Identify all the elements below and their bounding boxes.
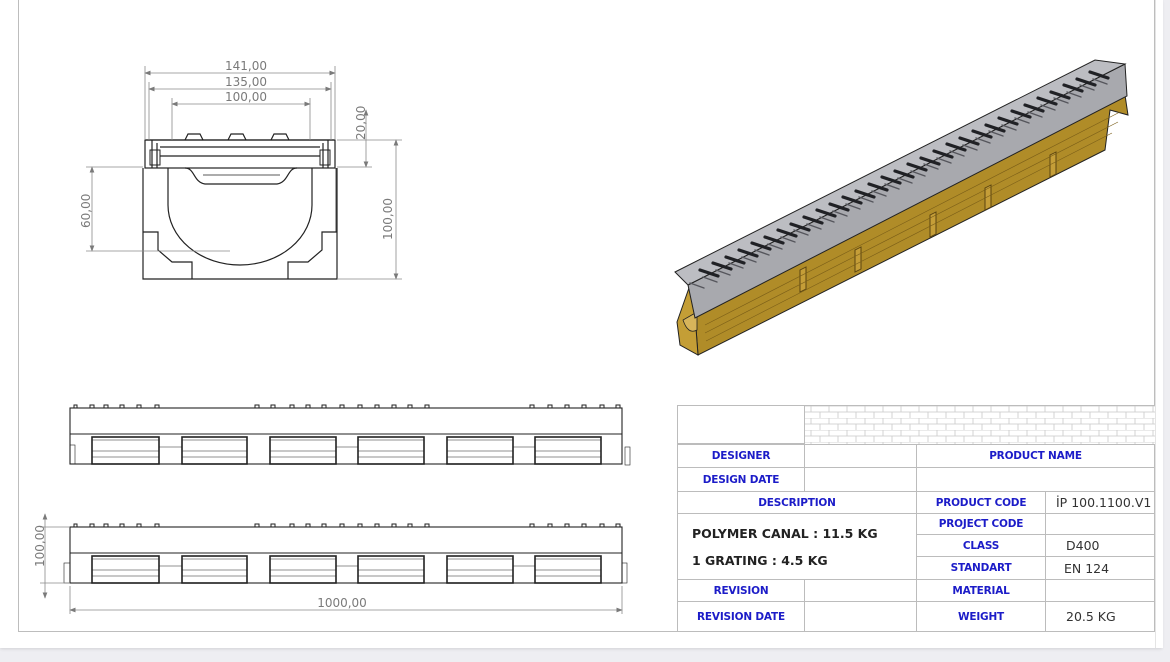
dim-60: 60,00 xyxy=(79,194,93,228)
standart-label: STANDART xyxy=(950,562,1012,574)
weight-label-cell: WEIGHT xyxy=(917,602,1046,631)
designer-value-cell xyxy=(805,445,917,468)
description-line-1: POLYMER CANAL : 11.5 KG xyxy=(692,525,878,541)
drawing-frame xyxy=(18,0,1155,632)
dim-100-width: 100,00 xyxy=(225,90,267,104)
weight-value: 20.5 KG xyxy=(1066,609,1116,624)
isometric-view xyxy=(674,59,1129,356)
design-date-value-cell xyxy=(805,468,917,492)
product-name-value-cell xyxy=(917,468,1154,492)
product-code-value: İP 100.1100.V1 xyxy=(1056,495,1152,510)
product-code-label: PRODUCT CODE xyxy=(935,496,1027,509)
weight-label: WEIGHT xyxy=(957,610,1005,623)
description-content-cell: POLYMER CANAL : 11.5 KG 1 GRATING : 4.5 … xyxy=(678,514,917,580)
dim-141: 141,00 xyxy=(225,59,267,73)
dim-length: 1000,00 xyxy=(317,596,367,610)
product-code-value-cell: İP 100.1100.V1 xyxy=(1046,492,1154,514)
material-value-cell xyxy=(1046,580,1154,602)
standart-value: EN 124 xyxy=(1064,560,1110,576)
dim-side-height: 100,00 xyxy=(33,525,47,567)
side-view-bottom xyxy=(63,523,628,584)
revision-value-cell xyxy=(805,580,917,602)
weight-value-cell: 20.5 KG xyxy=(1046,602,1154,631)
standart-label-cell: STANDART xyxy=(917,557,1046,580)
class-label: CLASS xyxy=(962,539,1000,552)
designer-label: DESIGNER xyxy=(711,450,771,462)
design-date-label: DESIGN DATE xyxy=(702,473,780,486)
description-line-2: 1 GRATING : 4.5 KG xyxy=(692,552,828,568)
revision-label: REVISION xyxy=(713,584,769,597)
product-name-label-cell: PRODUCT NAME xyxy=(917,445,1154,468)
standart-value-cell: EN 124 xyxy=(1046,557,1154,580)
description-label: DESCRIPTION xyxy=(758,496,836,509)
revision-date-label: REVISION DATE xyxy=(697,610,785,623)
side-view-dimensions xyxy=(40,513,623,614)
brick-pattern-banner xyxy=(805,406,1155,444)
product-code-label-cell: PRODUCT CODE xyxy=(917,492,1046,514)
material-label: MATERIAL xyxy=(952,584,1010,597)
project-code-value-cell xyxy=(1046,514,1154,535)
product-name-label: PRODUCT NAME xyxy=(989,450,1082,462)
design-date-label-cell: DESIGN DATE xyxy=(678,468,805,492)
page-right-edge xyxy=(1155,0,1163,648)
front-view xyxy=(142,133,338,280)
dim-20: 20,00 xyxy=(354,106,368,140)
logo-area xyxy=(678,406,805,444)
dim-100-height: 100,00 xyxy=(381,198,395,240)
front-view-dimensions xyxy=(86,66,402,280)
designer-label-cell: DESIGNER xyxy=(678,445,805,468)
class-label-cell: CLASS xyxy=(917,535,1046,557)
side-view-top xyxy=(69,404,631,466)
project-code-label: PROJECT CODE xyxy=(938,518,1024,530)
class-value-cell: D400 xyxy=(1046,535,1154,557)
revision-date-value-cell xyxy=(805,602,917,631)
material-label-cell: MATERIAL xyxy=(917,580,1046,602)
project-code-label-cell: PROJECT CODE xyxy=(917,514,1046,535)
revision-label-cell: REVISION xyxy=(678,580,805,602)
dim-135: 135,00 xyxy=(225,75,267,89)
title-block: DESIGNER DESIGN DATE DESCRIPTION POLYMER… xyxy=(677,405,1155,632)
class-value: D400 xyxy=(1066,538,1100,553)
revision-date-label-cell: REVISION DATE xyxy=(678,602,805,631)
description-label-cell: DESCRIPTION xyxy=(678,492,917,514)
